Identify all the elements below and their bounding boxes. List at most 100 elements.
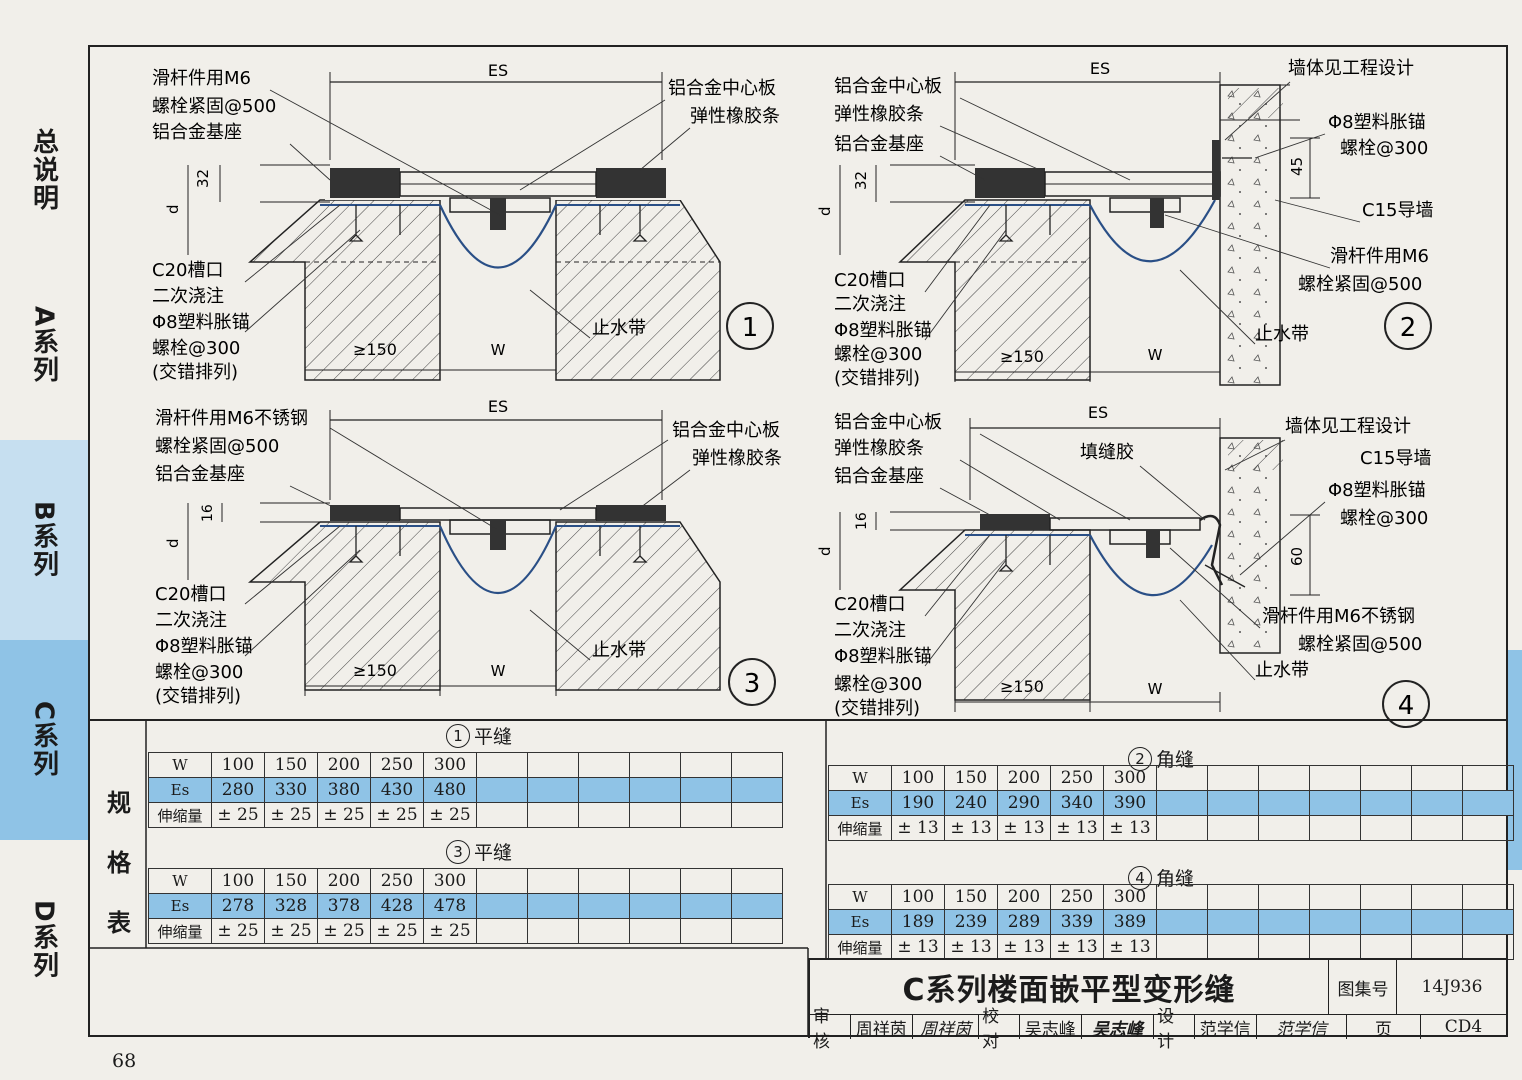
tab-d-series[interactable]: D系列	[28, 900, 59, 980]
svg-text:二次浇注: 二次浇注	[152, 286, 224, 307]
dim-w-1: W	[491, 341, 506, 359]
svg-text:45: 45	[1288, 157, 1306, 176]
svg-text:3: 3	[744, 669, 761, 699]
detail-1-right-labels: 铝合金中心板 弹性橡胶条 止水带	[592, 78, 780, 339]
section-tab-column: 总说明 A系列 B系列 C系列 D系列	[0, 0, 88, 1080]
svg-text:Φ8塑料胀锚: Φ8塑料胀锚	[152, 312, 250, 333]
svg-text:Φ8塑料胀锚: Φ8塑料胀锚	[1328, 480, 1426, 501]
svg-text:螺栓紧固@500: 螺栓紧固@500	[1298, 274, 1422, 295]
svg-text:≥150: ≥150	[1000, 677, 1044, 696]
detail-3: ES 16 d ≥150 W 滑杆件用M6不锈钢 螺栓紧固@500 铝合金基	[155, 397, 782, 707]
svg-text:弹性橡胶条: 弹性橡胶条	[834, 104, 924, 125]
svg-text:(交错排列): (交错排列)	[834, 698, 920, 719]
svg-text:W: W	[1148, 346, 1163, 364]
atlas-number: 14J936	[1396, 960, 1507, 1014]
svg-text:Φ8塑料胀锚: Φ8塑料胀锚	[1328, 112, 1426, 133]
svg-text:ES: ES	[488, 397, 508, 416]
svg-text:C15导墙: C15导墙	[1360, 448, 1431, 469]
detail-2-left-labels: 铝合金中心板 弹性橡胶条 铝合金基座 C20槽口 二次浇注 Φ8塑料胀锚 螺栓@…	[834, 76, 942, 389]
svg-text:滑杆件用M6: 滑杆件用M6	[152, 68, 251, 89]
svg-text:C20槽口: C20槽口	[155, 584, 226, 605]
svg-text:ES: ES	[1088, 403, 1108, 422]
svg-text:铝合金基座: 铝合金基座	[152, 122, 242, 143]
detail-2-right-labels: 墙体见工程设计 Φ8塑料胀锚 螺栓@300 C15导墙 滑杆件用M6 螺栓紧固@…	[1255, 58, 1433, 345]
detail-2: ES 45 32 d ≥150 W	[816, 58, 1433, 389]
svg-text:螺栓@300: 螺栓@300	[155, 662, 243, 683]
es-label-1: ES	[488, 61, 508, 80]
svg-text:止水带: 止水带	[1255, 324, 1309, 345]
svg-text:止水带: 止水带	[592, 640, 646, 661]
detail-4: ES 60 16 d ≥150 W 铝合金中心板 弹性	[816, 403, 1431, 728]
svg-text:螺栓@300: 螺栓@300	[1340, 508, 1428, 529]
detail-3-left-labels: 滑杆件用M6不锈钢 螺栓紧固@500 铝合金基座 C20槽口 二次浇注 Φ8塑料…	[155, 408, 308, 707]
svg-text:铝合金基座: 铝合金基座	[155, 464, 245, 485]
svg-text:C20槽口: C20槽口	[834, 270, 905, 291]
svg-text:Φ8塑料胀锚: Φ8塑料胀锚	[155, 636, 253, 657]
spec-table-label: 规 格 表	[107, 788, 131, 937]
signature-row: 审核 周祥茵 周祥茵 校对 吴志峰 吴志峰 设计 范学信 范学信 页 CD4	[810, 1007, 1506, 1052]
svg-text:d: d	[816, 546, 834, 556]
dim-min-1: ≥150	[353, 340, 397, 359]
title-block: C系列楼面嵌平型变形缝 图集号 14J936 审核 周祥茵 周祥茵 校对 吴志峰…	[808, 958, 1508, 1052]
dim-h-1: 32	[194, 169, 212, 188]
svg-text:Φ8塑料胀锚: Φ8塑料胀锚	[834, 320, 932, 341]
svg-text:螺栓@300: 螺栓@300	[834, 344, 922, 365]
svg-text:32: 32	[852, 171, 870, 190]
svg-text:C20槽口: C20槽口	[152, 260, 223, 281]
tab-general[interactable]: 总说明	[28, 128, 59, 212]
svg-text:(交错排列): (交错排列)	[834, 368, 920, 389]
svg-text:螺栓紧固@500: 螺栓紧固@500	[152, 96, 276, 117]
reviewer-signature: 周祥茵	[913, 1015, 980, 1040]
svg-text:16: 16	[854, 512, 870, 530]
svg-text:弹性橡胶条: 弹性橡胶条	[690, 106, 780, 127]
svg-text:墙体见工程设计: 墙体见工程设计	[1288, 58, 1414, 79]
svg-text:二次浇注: 二次浇注	[834, 620, 906, 641]
detail-3-right-labels: 铝合金中心板 弹性橡胶条 止水带	[592, 420, 782, 661]
svg-text:≥150: ≥150	[353, 661, 397, 680]
checker-signature: 吴志峰	[1082, 1015, 1155, 1040]
page-number: 68	[112, 1050, 137, 1072]
detail-4-sealant-label: 填缝胶	[1080, 442, 1134, 463]
tab-b-series[interactable]: B系列	[0, 440, 88, 640]
svg-text:C15导墙: C15导墙	[1362, 200, 1433, 221]
svg-text:ES: ES	[1090, 59, 1110, 78]
svg-text:螺栓@300: 螺栓@300	[1340, 138, 1428, 159]
svg-text:弹性橡胶条: 弹性橡胶条	[834, 438, 924, 459]
designer-signature: 范学信	[1257, 1015, 1347, 1040]
svg-text:W: W	[491, 662, 506, 680]
svg-text:W: W	[1148, 680, 1163, 698]
tab-c-series[interactable]: C系列	[0, 640, 88, 840]
svg-text:4: 4	[1398, 691, 1415, 721]
detail-number-1: 1	[742, 313, 759, 343]
svg-text:螺栓@300: 螺栓@300	[152, 338, 240, 359]
svg-text:墙体见工程设计: 墙体见工程设计	[1285, 416, 1411, 437]
svg-text:≥150: ≥150	[1000, 347, 1044, 366]
svg-text:滑杆件用M6不锈钢: 滑杆件用M6不锈钢	[155, 408, 308, 429]
svg-text:60: 60	[1288, 547, 1306, 566]
svg-text:(交错排列): (交错排列)	[152, 362, 238, 383]
svg-text:螺栓紧固@500: 螺栓紧固@500	[155, 436, 279, 457]
detail-4-right-labels: 墙体见工程设计 C15导墙 Φ8塑料胀锚 螺栓@300 滑杆件用M6不锈钢 螺栓…	[1255, 416, 1431, 681]
svg-text:铝合金中心板: 铝合金中心板	[834, 412, 942, 433]
drawing-frame	[88, 45, 1508, 1037]
svg-text:16: 16	[200, 504, 216, 522]
svg-text:d: d	[816, 206, 834, 216]
svg-text:二次浇注: 二次浇注	[834, 294, 906, 315]
svg-text:滑杆件用M6不锈钢: 滑杆件用M6不锈钢	[1262, 606, 1415, 627]
svg-text:止水带: 止水带	[1255, 660, 1309, 681]
dim-d-1: d	[164, 204, 182, 214]
svg-text:二次浇注: 二次浇注	[155, 610, 227, 631]
detail-1: ES 32 d ≥150 W	[152, 61, 780, 383]
svg-text:Φ8塑料胀锚: Φ8塑料胀锚	[834, 646, 932, 667]
svg-text:铝合金中心板: 铝合金中心板	[668, 78, 776, 99]
svg-text:滑杆件用M6: 滑杆件用M6	[1330, 246, 1429, 267]
tab-a-series[interactable]: A系列	[28, 305, 59, 385]
drawing-title: C系列楼面嵌平型变形缝	[902, 973, 1236, 1008]
svg-text:d: d	[164, 538, 182, 548]
atlas-label: 图集号	[1328, 960, 1397, 1014]
svg-text:铝合金中心板: 铝合金中心板	[834, 76, 942, 97]
